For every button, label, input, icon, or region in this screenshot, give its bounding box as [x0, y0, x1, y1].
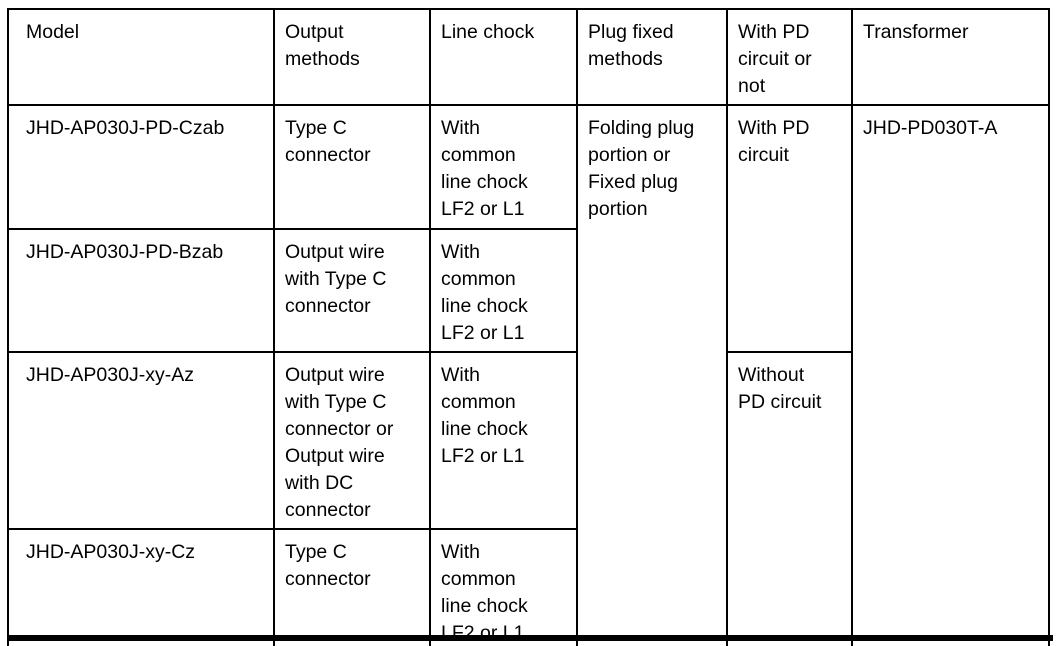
cell-line-chock-row1: With common line chock LF2 or L1 [429, 104, 578, 230]
cell-model-row4: JHD-AP030J-xy-Cz [7, 528, 275, 646]
cell-model-row1: JHD-AP030J-PD-Czab [7, 104, 275, 230]
header-plug-fixed-methods: Plug fixed methods [576, 8, 728, 106]
cell-line-chock-row4: With common line chock LF2 or L1 [429, 528, 578, 646]
header-pd-circuit: With PD circuit or not [726, 8, 853, 106]
cell-output-methods-row3: Output wire with Type C connector or Out… [273, 351, 431, 530]
model-specification-table: Model Output methods Line chock Plug fix… [7, 8, 1050, 646]
cell-output-methods-row1: Type C connector [273, 104, 431, 230]
table-row: JHD-AP030J-PD-Czab Type C connector With… [7, 104, 1050, 646]
page-bottom-rule [7, 635, 1053, 641]
header-output-methods: Output methods [273, 8, 431, 106]
cell-transformer-merged: JHD-PD030T-A [851, 104, 1050, 646]
cell-with-pd-circuit-merged: With PD circuit [726, 104, 853, 353]
table-row: JHD-AP030J-PD-Bzab Output wire with Type… [7, 228, 1049, 353]
cell-without-pd-circuit-merged: Without PD circuit [726, 351, 853, 646]
cell-model-row3: JHD-AP030J-xy-Az [7, 351, 275, 530]
cell-plug-fixed-methods-merged: Folding plug portion or Fixed plug porti… [576, 104, 728, 646]
table-header-row: Model Output methods Line chock Plug fix… [7, 8, 1050, 106]
cell-line-chock-row2: With common line chock LF2 or L1 [429, 228, 578, 353]
table-row: JHD-AP030J-xy-Cz Type C connector With c… [7, 528, 1049, 646]
header-transformer: Transformer [851, 8, 1050, 106]
cell-line-chock-row3: With common line chock LF2 or L1 [429, 351, 578, 530]
header-model: Model [7, 8, 275, 106]
cell-model-row2: JHD-AP030J-PD-Bzab [7, 228, 275, 353]
cell-output-methods-row2: Output wire with Type C connector [273, 228, 431, 353]
cell-output-methods-row4: Type C connector [273, 528, 431, 646]
table-row: JHD-AP030J-xy-Az Output wire with Type C… [7, 351, 1049, 646]
header-line-chock: Line chock [429, 8, 578, 106]
